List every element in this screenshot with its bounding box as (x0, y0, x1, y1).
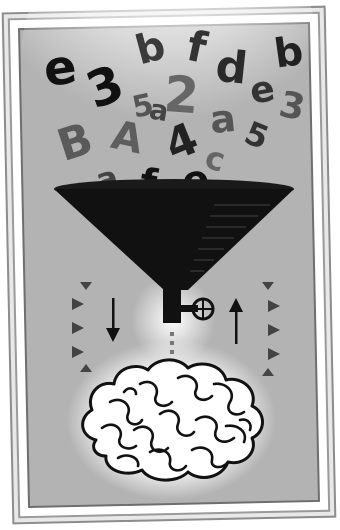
character: a (208, 96, 238, 142)
drip-dots (170, 332, 174, 354)
valve-wheel-icon (193, 299, 213, 319)
character: d (213, 41, 250, 95)
